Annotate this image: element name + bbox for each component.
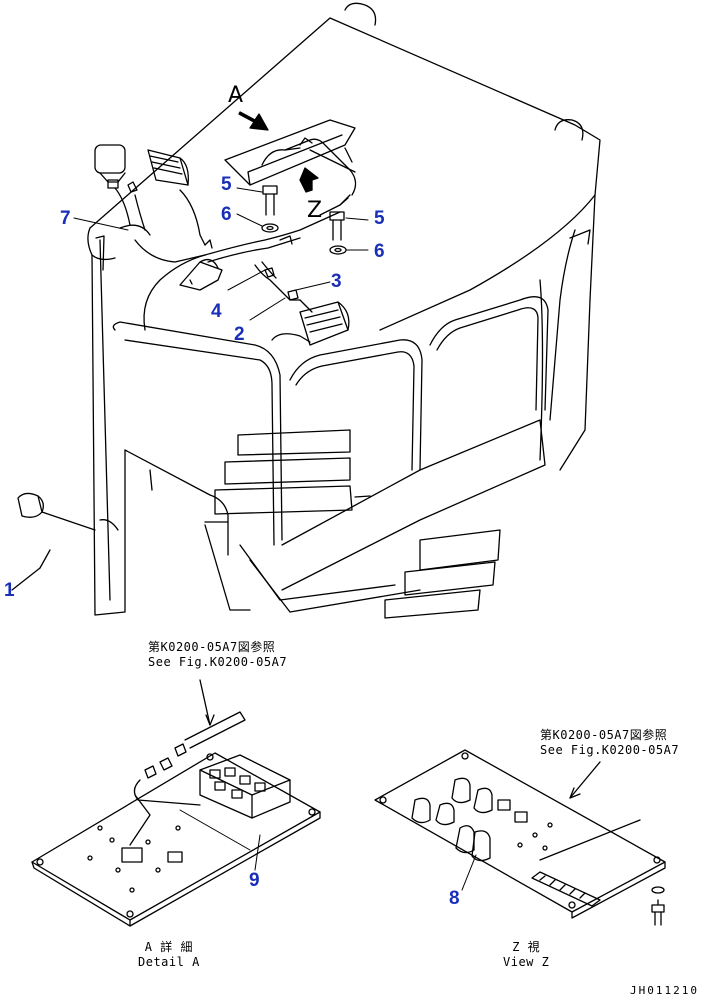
roof-bracket (224, 119, 357, 216)
reference-z-leader (569, 761, 601, 799)
washer-right (329, 245, 347, 255)
leader-lines-bottom (254, 834, 477, 891)
callout-7[interactable]: 7 (60, 208, 71, 229)
leader-lines (73, 187, 369, 321)
view-z-caption-en: View Z (503, 955, 550, 969)
callout-2[interactable]: 2 (234, 324, 245, 345)
reference-z-en: See Fig.K0200-05A7 (540, 743, 680, 757)
callout-3[interactable]: 3 (331, 271, 342, 292)
view-z-arrow (299, 167, 319, 193)
view-z-plate (374, 749, 666, 926)
callout-6-left[interactable]: 6 (221, 204, 232, 225)
part-1-cap (11, 492, 96, 591)
callout-1[interactable]: 1 (4, 580, 15, 601)
work-lamp-left (94, 144, 206, 331)
view-a-label: A (228, 83, 244, 108)
clamp-bracket (179, 239, 223, 291)
cab-body (87, 2, 601, 619)
work-lamp-right (299, 301, 350, 346)
view-z-caption: Z 視 View Z (503, 940, 549, 970)
callout-5-left[interactable]: 5 (221, 174, 232, 195)
reference-a-leader (199, 679, 215, 726)
detail-a-caption: A 詳 細 Detail A (138, 940, 200, 970)
callout-9[interactable]: 9 (249, 870, 260, 891)
callout-5-right[interactable]: 5 (374, 208, 385, 229)
callout-8[interactable]: 8 (449, 888, 460, 909)
drawing-id: JH011210 (630, 984, 699, 997)
washer-left (261, 223, 279, 233)
detail-a-caption-en: Detail A (138, 955, 200, 969)
view-z-caption-jp: Z 視 (512, 940, 541, 954)
reference-a-note: 第K0200-05A7図参照 See Fig.K0200-05A7 (148, 640, 287, 670)
reference-z-jp: 第K0200-05A7図参照 (540, 728, 668, 742)
callout-4[interactable]: 4 (211, 301, 222, 322)
reference-a-jp: 第K0200-05A7図参照 (148, 640, 276, 654)
bolt-right (329, 211, 345, 241)
detail-a-plate (31, 711, 321, 927)
reference-z-note: 第K0200-05A7図参照 See Fig.K0200-05A7 (540, 728, 679, 758)
bolt-left (262, 185, 278, 216)
detail-a-caption-jp: A 詳 細 (144, 940, 193, 954)
wiring-harness (204, 211, 341, 343)
view-a-arrow (238, 111, 269, 131)
callout-6-right[interactable]: 6 (374, 241, 385, 262)
reference-a-en: See Fig.K0200-05A7 (148, 655, 288, 669)
view-z-label: Z (307, 198, 323, 223)
